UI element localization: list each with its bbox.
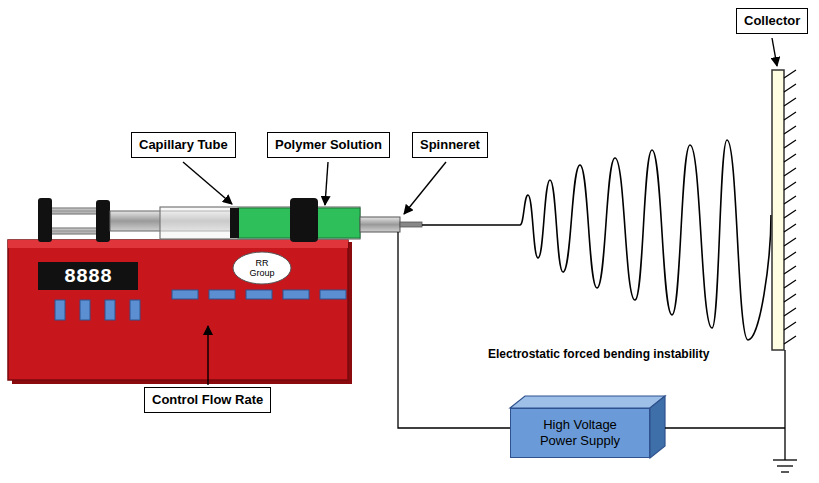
pump-button: [283, 290, 309, 299]
node-text: RR Group: [244, 258, 280, 278]
node-text: High Voltage Power Supply: [532, 417, 628, 449]
polymer-jet: [422, 140, 771, 340]
syringe: [96, 200, 110, 242]
pump-button: [55, 290, 346, 320]
leader-arrow: [207, 326, 208, 385]
ground-symbol: [777, 465, 793, 466]
pump-body: [8, 240, 352, 384]
pump-button: [172, 290, 198, 299]
leader-arrow: [404, 162, 446, 214]
leader-arrow: [183, 38, 777, 385]
part-label: Control Flow Rate: [144, 387, 271, 413]
syringe: [360, 217, 400, 232]
power-supply-box: [650, 396, 665, 458]
pump-button: [246, 290, 272, 299]
syringe: [290, 198, 318, 242]
node-text: Spinneret: [420, 137, 480, 152]
power-supply-box: [510, 396, 665, 408]
syringe: [50, 228, 100, 234]
wire: [665, 427, 785, 428]
part-label: Collector: [736, 8, 808, 34]
leader-arrow: [183, 162, 232, 204]
ground-symbol: [773, 460, 797, 472]
oval-outline: [233, 252, 291, 284]
syringe: [38, 198, 52, 242]
syringe: [230, 208, 239, 238]
wire: [398, 232, 785, 460]
pump-button: [320, 290, 346, 299]
collector-plate: [772, 70, 784, 350]
syringe: [160, 207, 360, 239]
node-text: Capillary Tube: [139, 137, 228, 152]
pump-button: [80, 300, 90, 320]
node-text: Collector: [744, 13, 800, 28]
node-text: Control Flow Rate: [152, 392, 263, 407]
pump-button: [105, 300, 115, 320]
node-text: Polymer Solution: [275, 137, 382, 152]
logo-oval: RR Group: [232, 251, 292, 285]
pump-button: [55, 300, 65, 320]
leader-arrow: [325, 162, 328, 205]
node-text: 8888: [64, 265, 112, 288]
caption-note: Electrostatic forced bending instability: [488, 347, 709, 361]
part-label: Spinneret: [412, 132, 488, 158]
power-supply-box: [510, 396, 665, 458]
wire: [784, 350, 785, 460]
ground-symbol: [781, 471, 789, 472]
power-supply: High Voltage Power Supply: [510, 408, 650, 458]
ground-symbol: [773, 459, 797, 460]
pump-button: [209, 290, 235, 299]
syringe: [50, 208, 100, 214]
part-label: Polymer Solution: [267, 132, 390, 158]
pump-body: [8, 240, 348, 380]
wire: [398, 232, 510, 428]
collector-plate: [784, 70, 796, 344]
pump-button: [130, 300, 140, 320]
lcd-display: 8888: [38, 262, 138, 290]
syringe: [400, 222, 422, 227]
part-label: Capillary Tube: [131, 132, 236, 158]
leader-arrow: [772, 38, 777, 66]
collector-plate: [772, 70, 796, 350]
syringe: [38, 198, 422, 242]
